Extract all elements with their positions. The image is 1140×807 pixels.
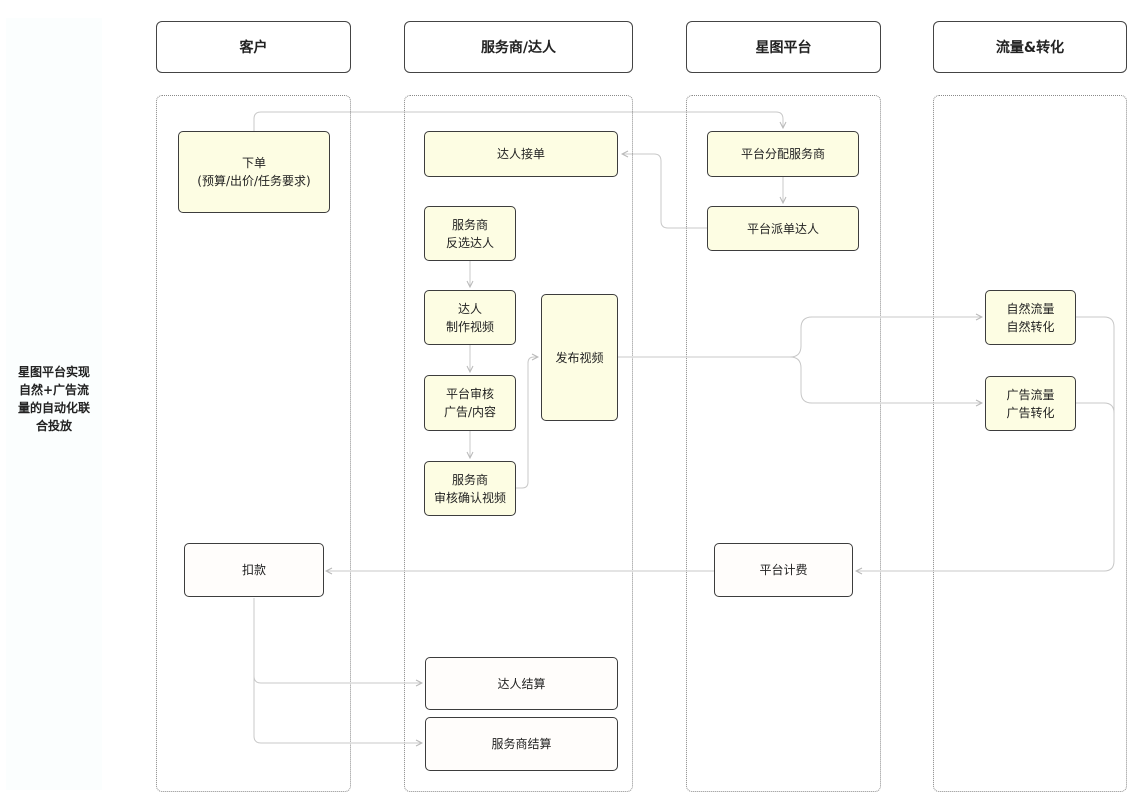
lane-customer [156, 95, 351, 792]
provider-confirm-box: 服务商 审核确认视频 [424, 461, 516, 516]
ad-traffic-box: 广告流量 广告转化 [985, 376, 1076, 431]
assign-provider-box: 平台分配服务商 [707, 131, 859, 177]
sidebar-panel [6, 18, 102, 790]
natural-traffic-box: 自然流量 自然转化 [985, 290, 1076, 345]
publish-video-box: 发布视频 [541, 294, 618, 421]
talent-accept-box: 达人接单 [424, 131, 618, 177]
lane-traffic [933, 95, 1127, 792]
lane-platform [686, 95, 881, 792]
platform-review-box: 平台审核 广告/内容 [424, 375, 516, 431]
provider-settle-box: 服务商结算 [425, 717, 618, 771]
deduct-box: 扣款 [184, 543, 324, 597]
sidebar-label: 星图平台实现 自然+广告流 量的自动化联 合投放 [17, 365, 90, 433]
provider-select-box: 服务商 反选达人 [424, 206, 516, 261]
lane-header-customer: 客户 [156, 21, 351, 73]
lane-header-traffic: 流量&转化 [933, 21, 1127, 73]
dispatch-talent-box: 平台派单达人 [707, 206, 859, 251]
talent-produce-box: 达人 制作视频 [424, 290, 516, 345]
lane-header-platform: 星图平台 [686, 21, 881, 73]
platform-billing-box: 平台计费 [714, 543, 853, 597]
lane-header-provider: 服务商/达人 [404, 21, 633, 73]
place-order-box: 下单 (预算/出价/任务要求) [178, 131, 330, 213]
talent-settle-box: 达人结算 [425, 657, 618, 710]
lane-provider [404, 95, 633, 792]
